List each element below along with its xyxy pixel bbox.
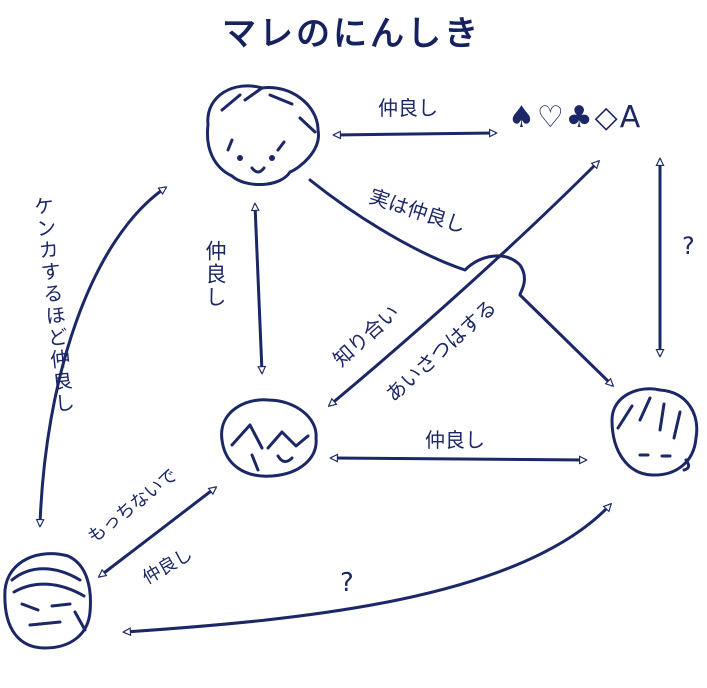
arrow-top-middle — [255, 205, 262, 372]
label-middle-right: 仲良し — [425, 428, 485, 452]
label-top-symbols: 仲良し — [378, 96, 438, 120]
symbols-node: ♠♡♣◇A — [508, 100, 643, 135]
arrow-left-curve — [40, 188, 165, 525]
arrow-symbols-middle — [330, 162, 598, 405]
label-top-middle: 仲良し — [203, 240, 227, 309]
face-bottom-left — [3, 552, 92, 650]
arrow-middle-right — [332, 458, 585, 460]
face-right — [610, 387, 699, 477]
label-bottom-right: ? — [340, 568, 354, 598]
label-symbols-right: ? — [682, 232, 695, 260]
face-top — [205, 84, 320, 187]
arrow-top-symbols — [335, 133, 495, 135]
arrow-bottom-right — [125, 505, 610, 632]
face-middle — [220, 398, 318, 478]
diagram-title: マレのにんしき — [222, 14, 481, 54]
